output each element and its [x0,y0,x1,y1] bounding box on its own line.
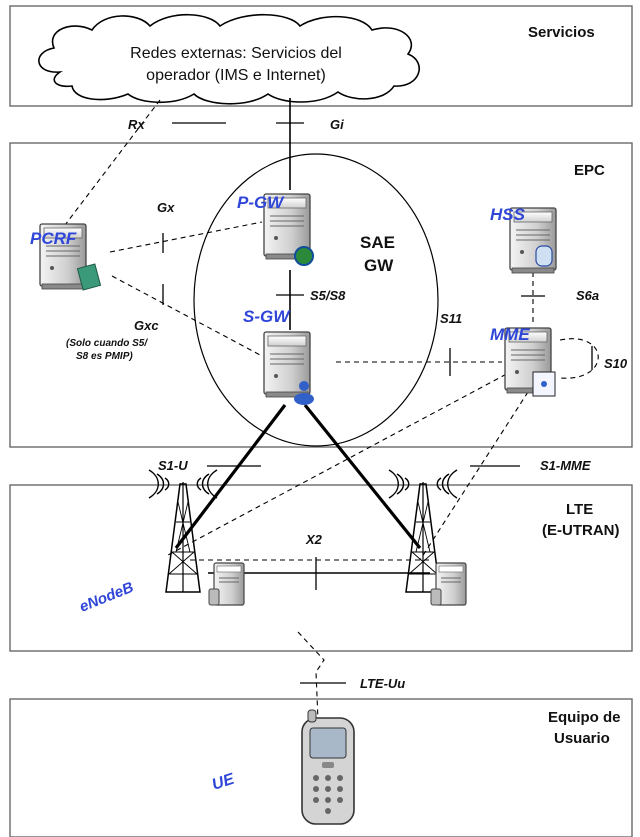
gx-label: Gx [157,200,175,215]
pgw-server-icon [263,193,314,266]
epc-domain-label: EPC [574,162,605,179]
mme-label: MME [490,325,530,344]
rx-label: Rx [128,117,145,132]
epc-domain-box [9,142,633,448]
gx-link [109,221,263,253]
gxc-link [111,275,263,357]
cloud-label-2: operador (IMS e Internet) [146,67,326,84]
lte-domain-box [9,484,633,652]
sgw-server-icon [263,331,314,405]
rx-link [64,99,161,226]
lte-domain-label-1: LTE [566,501,593,518]
hss-server-icon [509,207,557,274]
s1mme-link-right [419,391,529,561]
ue-domain-label-1: Equipo de [548,709,621,726]
gxc-label: Gxc [134,318,159,333]
servicios-domain-label: Servicios [528,24,595,41]
s1u-label: S1-U [158,458,188,473]
gxc-note-1: (Solo cuando S5/ [66,338,148,349]
sae-gw-label-2: GW [364,256,394,275]
lteuu-label: LTE-Uu [360,676,405,691]
ue-phone-icon [301,709,355,825]
s1mme-link-left [167,369,515,556]
s1mme-label: S1-MME [540,458,591,473]
sgw-label: S-GW [243,307,291,326]
s10-label: S10 [604,356,628,371]
enodeb-right-box-icon [430,562,467,606]
x2-label: X2 [305,532,323,547]
gi-label: Gi [330,117,344,132]
cloud-icon [38,13,420,105]
mme-server-icon [504,327,556,397]
ue-domain-label-2: Usuario [554,730,610,747]
s10-loop [559,338,599,379]
lte-domain-label-2: (E-UTRAN) [542,522,619,539]
sae-gw-label-1: SAE [360,233,395,252]
cloud-label-1: Redes externas: Servicios del [130,45,342,62]
pcrf-label: PCRF [30,229,77,248]
s6a-label: S6a [576,288,599,303]
sae-gw-ellipse [193,153,439,447]
ue-label: UE [210,770,238,793]
pcrf-server-icon [39,223,102,291]
s1u-link-right [303,403,422,550]
enodeb-left-box-icon [208,562,245,606]
pgw-label: P-GW [237,193,285,212]
s1u-link-left [174,404,287,549]
gxc-note-2: S8 es PMIP) [76,351,133,362]
s5s8-label: S5/S8 [310,288,346,303]
lteuu-link [297,631,325,721]
s11-label: S11 [440,311,462,326]
hss-label: HSS [490,205,526,224]
